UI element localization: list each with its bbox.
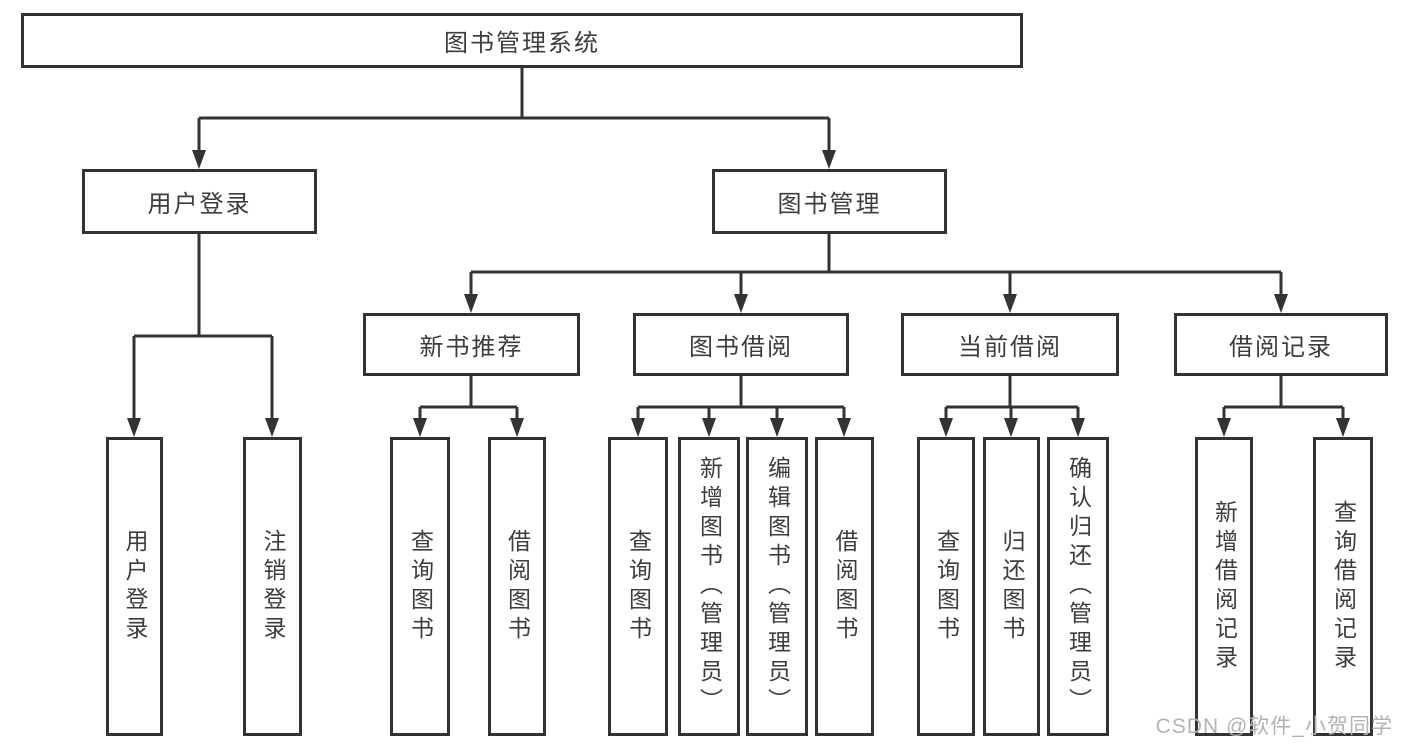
node-new-book-recommend: 新书推荐: [363, 313, 580, 376]
leaf-user-login: 用户登录: [106, 437, 163, 736]
leaf-borrow-query-books: 查询图书: [608, 437, 668, 736]
leaf-current-return-books: 归还图书: [983, 437, 1040, 736]
leaf-record-query-borrow-record: 查询借阅记录: [1313, 437, 1373, 736]
leaf-borrow-edit-books-admin: 编辑图书（管理员）: [746, 437, 808, 736]
leaf-newbook-borrow-books: 借阅图书: [488, 437, 546, 736]
node-book-management: 图书管理: [712, 169, 947, 234]
node-root-system: 图书管理系统: [21, 13, 1023, 68]
node-current-borrow: 当前借阅: [901, 313, 1119, 376]
leaf-current-query-books: 查询图书: [917, 437, 975, 736]
leaf-logout: 注销登录: [243, 437, 302, 736]
node-book-borrow: 图书借阅: [633, 313, 849, 376]
leaf-record-add-borrow-record: 新增借阅记录: [1195, 437, 1253, 736]
leaf-borrow-add-books-admin: 新增图书（管理员）: [678, 437, 740, 736]
node-borrow-record: 借阅记录: [1174, 313, 1388, 376]
arrowheads: [127, 150, 1350, 437]
leaf-newbook-query-books: 查询图书: [390, 437, 450, 736]
leaf-borrow-borrow-books: 借阅图书: [815, 437, 874, 736]
leaf-current-confirm-return-admin: 确认归还（管理员）: [1047, 437, 1109, 736]
node-user-login: 用户登录: [82, 169, 317, 234]
